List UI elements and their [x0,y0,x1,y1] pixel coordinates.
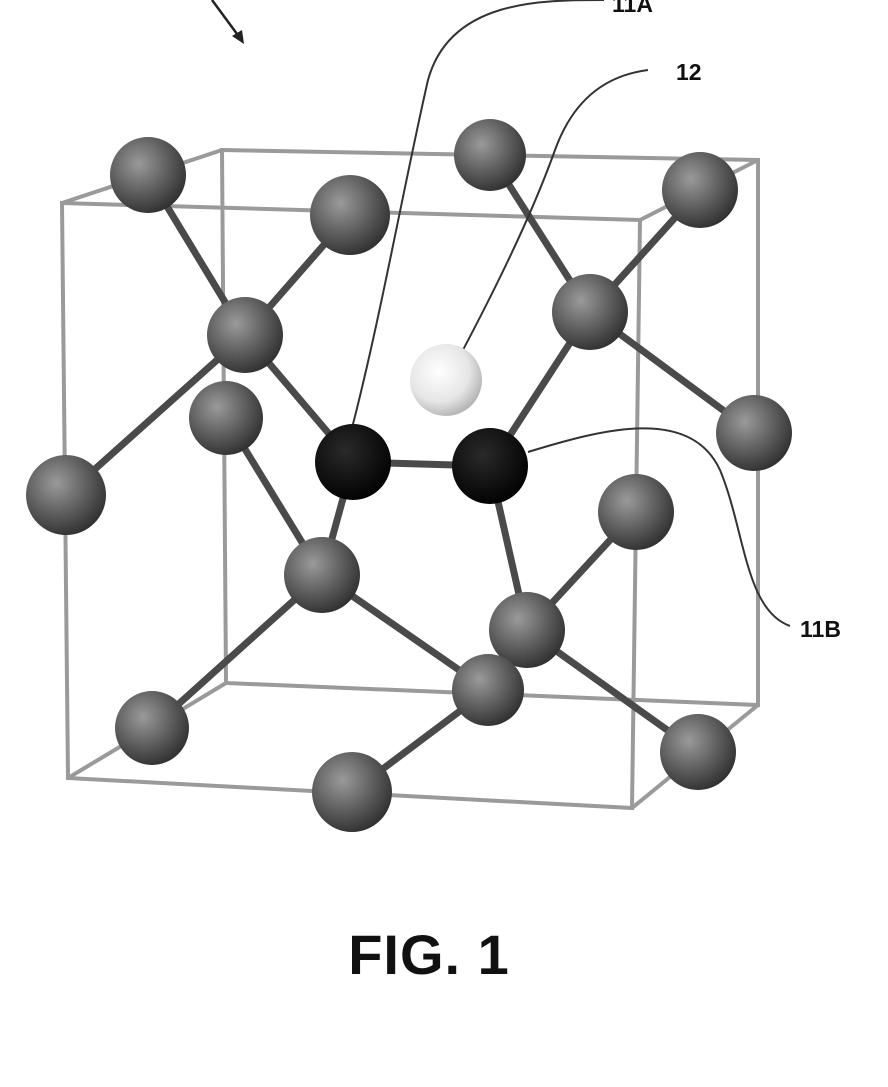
host-atom [115,691,189,765]
figure-caption: FIG. 1 [0,922,858,987]
label-11b: 11B [800,616,841,642]
host-atom [598,474,674,550]
reference-arrow [212,0,244,44]
light-atom-12 [410,344,482,416]
host-atom [452,654,524,726]
host-atom [310,175,390,255]
label-12: 12 [676,59,702,85]
label-11a: 11A [612,0,653,17]
dark-atom-11b [452,428,528,504]
host-atom [189,381,263,455]
host-atom [26,455,106,535]
atoms [26,119,792,832]
host-atom [312,752,392,832]
host-atom [660,714,736,790]
host-atom [662,152,738,228]
host-atom [552,274,628,350]
host-atom [716,395,792,471]
host-atom [284,537,360,613]
host-atom [454,119,526,191]
host-atom [207,297,283,373]
dark-atom-11a [315,424,391,500]
host-atom [110,137,186,213]
